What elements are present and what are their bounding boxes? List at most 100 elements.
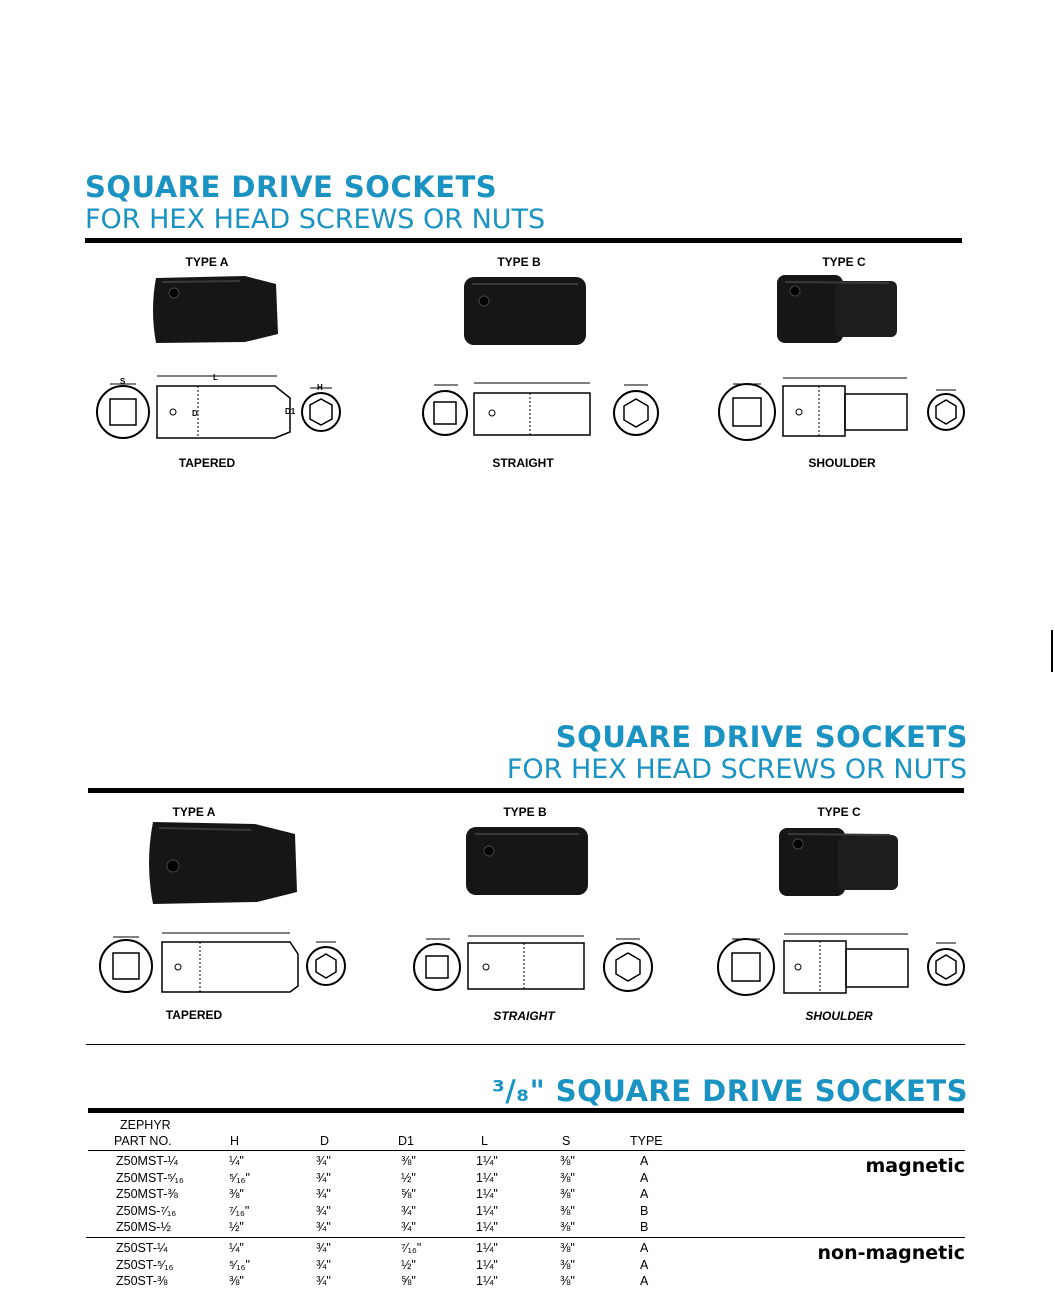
part-number-cell: Z50ST-⁵⁄₁₆ — [116, 1257, 174, 1272]
table-cell: ⁷⁄₁₆" — [401, 1241, 422, 1255]
table-header-rule — [88, 1150, 965, 1151]
table-cell: ⁵⁄₁₆" — [229, 1170, 250, 1185]
header-l: L — [481, 1134, 488, 1148]
table-cell: ¾" — [316, 1220, 331, 1235]
table-cell: A — [640, 1274, 649, 1289]
part-number-cell: Z50ST-¼ — [116, 1241, 168, 1255]
table-cell: 1¼" — [476, 1170, 498, 1185]
header-h: H — [230, 1134, 240, 1148]
part-number-cell: Z50MST-¼ — [116, 1154, 178, 1168]
table-cell: ⁷⁄₁₆" — [229, 1203, 250, 1218]
dim-d: D — [192, 409, 198, 418]
table-cell: ⅜" — [560, 1220, 575, 1235]
section1-type-b-label: TYPE B — [497, 255, 541, 269]
section2-socket-photo-tapered — [149, 822, 297, 904]
section2-socket-photo-straight — [466, 827, 588, 895]
table-cell: B — [640, 1203, 649, 1218]
table-cell: 1¼" — [476, 1203, 498, 1218]
table-cell: 1¼" — [476, 1241, 498, 1255]
section2-caption-shoulder: SHOULDER — [805, 1009, 873, 1023]
margin-mark — [1051, 630, 1053, 672]
section2-type-a-label: TYPE A — [172, 805, 216, 819]
section2-bottom-rule — [86, 1044, 965, 1045]
section1-caption-straight: STRAIGHT — [492, 456, 554, 470]
table-cell: ¾" — [316, 1241, 331, 1255]
table-cell: 1¼" — [476, 1257, 498, 1272]
table-cell: ⅝" — [401, 1274, 416, 1289]
section2-drawing-straight — [413, 935, 653, 992]
table-cell: A — [640, 1154, 649, 1168]
table-cell: ⅝" — [401, 1187, 416, 1202]
section2-title: SQUARE DRIVE SOCKETS — [555, 720, 968, 754]
table-cell: 1¼" — [476, 1220, 498, 1235]
table-cell: ⅜" — [560, 1170, 575, 1185]
section2-drawing-shoulder — [717, 933, 965, 996]
part-number-cell: Z50MST-⅜ — [116, 1187, 178, 1202]
table-cell: ⅜" — [401, 1154, 416, 1168]
section1-caption-shoulder: SHOULDER — [808, 456, 876, 470]
section2-rule — [88, 788, 964, 793]
table-cell: ⅜" — [560, 1257, 575, 1272]
section1-socket-photo-tapered — [153, 276, 278, 343]
group-label: non-magnetic — [817, 1242, 965, 1264]
part-number-cell: Z50MS-½ — [116, 1220, 171, 1235]
table-cell: ¾" — [316, 1257, 331, 1272]
section2-subtitle: FOR HEX HEAD SCREWS OR NUTS — [506, 754, 967, 785]
table-cell: ¼" — [229, 1241, 244, 1255]
part-number-cell: Z50MS-⁷⁄₁₆ — [116, 1203, 177, 1218]
section2-drawing-tapered — [99, 932, 346, 993]
table-cell: ¾" — [316, 1274, 331, 1289]
table-cell: ⅜" — [560, 1154, 575, 1168]
table-cell: ¾" — [316, 1203, 331, 1218]
section1-caption-tapered: TAPERED — [178, 456, 236, 470]
dim-h: H — [317, 383, 323, 392]
section1-drawing-tapered: S L D D1 H — [96, 373, 341, 439]
table-cell: B — [640, 1220, 649, 1235]
table-cell: ⅜" — [560, 1274, 575, 1289]
table-cell: 1¼" — [476, 1274, 498, 1289]
table-cell: ¾" — [401, 1203, 416, 1218]
header-part-line2: PART NO. — [114, 1134, 172, 1148]
section1-subtitle: FOR HEX HEAD SCREWS OR NUTS — [85, 204, 546, 235]
group-label: magnetic — [865, 1155, 966, 1177]
section1-socket-photo-shoulder — [777, 275, 897, 343]
header-s: S — [562, 1134, 571, 1148]
group-divider — [86, 1237, 965, 1238]
table-cell: ⅜" — [560, 1203, 575, 1218]
table-cell: A — [640, 1187, 649, 1202]
table-title-rule — [88, 1108, 964, 1113]
header-type: TYPE — [630, 1134, 663, 1148]
table-cell: ⅜" — [229, 1187, 244, 1202]
table-cell: A — [640, 1241, 649, 1255]
header-d: D — [320, 1134, 330, 1148]
table-cell: ½" — [401, 1257, 416, 1272]
section2-caption-tapered: TAPERED — [165, 1008, 223, 1022]
table-cell: 1¼" — [476, 1187, 498, 1202]
section1-type-a-label: TYPE A — [185, 255, 229, 269]
section1-socket-photo-straight — [464, 277, 586, 345]
table-cell: A — [640, 1257, 649, 1272]
section1-drawing-shoulder — [718, 377, 965, 441]
part-number-cell: Z50MST-⁵⁄₁₆ — [116, 1170, 184, 1185]
table-cell: ⅜" — [560, 1241, 575, 1255]
section1-rule — [85, 238, 962, 243]
dim-l: L — [213, 373, 218, 382]
table-cell: ⁵⁄₁₆" — [229, 1257, 250, 1272]
table-title: ³/₈" SQUARE DRIVE SOCKETS — [492, 1074, 968, 1108]
section2-type-b-label: TYPE B — [503, 805, 547, 819]
table-cell: A — [640, 1170, 649, 1185]
header-d1: D1 — [398, 1134, 414, 1148]
table-cell: 1¼" — [476, 1154, 498, 1168]
section1-drawing-straight — [422, 382, 659, 436]
section1-title: SQUARE DRIVE SOCKETS — [85, 170, 498, 204]
table-cell: ⅜" — [560, 1187, 575, 1202]
table-cell: ⅜" — [229, 1274, 244, 1289]
dim-s: S — [120, 377, 126, 386]
section2-caption-straight: STRAIGHT — [493, 1009, 555, 1023]
table-cell: ¾" — [316, 1154, 331, 1168]
table-cell: ½" — [401, 1170, 416, 1185]
part-number-cell: Z50ST-⅜ — [116, 1274, 168, 1289]
section1-type-c-label: TYPE C — [822, 255, 866, 269]
table-cell: ¾" — [401, 1220, 416, 1235]
table-cell: ¼" — [229, 1154, 244, 1168]
